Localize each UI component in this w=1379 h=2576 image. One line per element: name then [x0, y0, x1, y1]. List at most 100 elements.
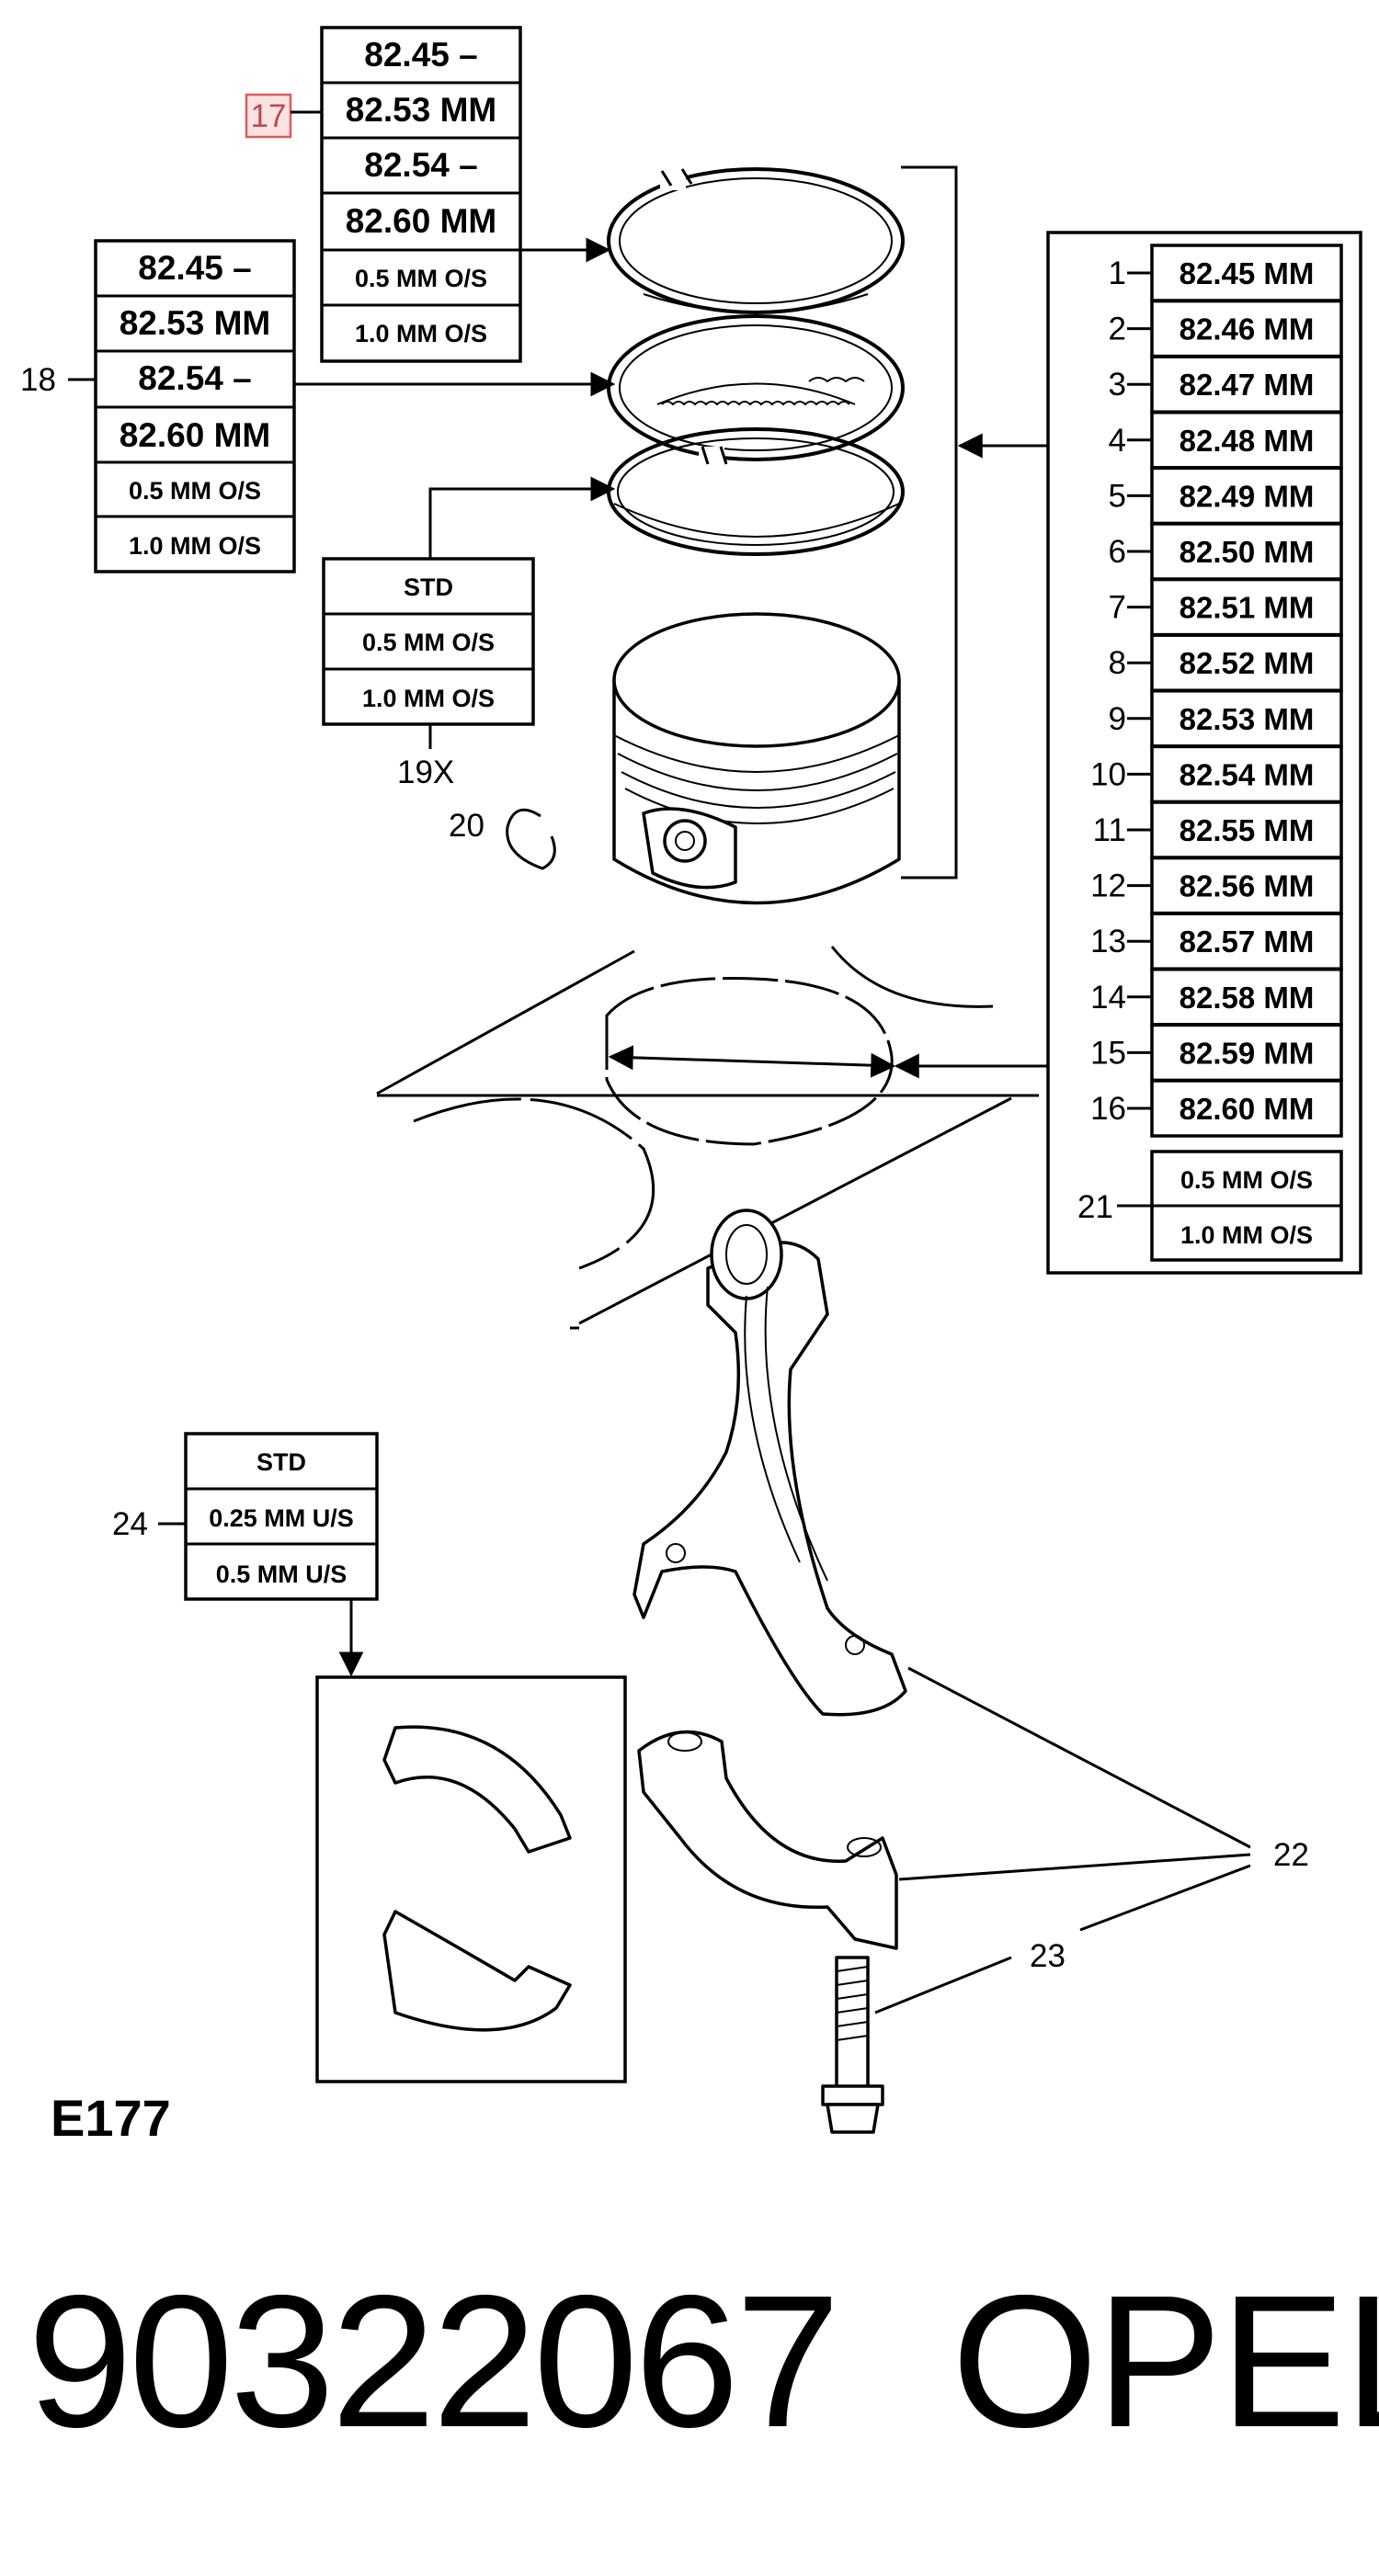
box17-row-6: 1.0 MM O/S — [355, 320, 487, 347]
size-row-number: 14 — [1090, 980, 1126, 1016]
callout-20[interactable]: 20 — [449, 808, 484, 844]
rod-cap[interactable] — [637, 1730, 898, 1950]
callout-22[interactable]: 22 — [1273, 1837, 1309, 1873]
callout-18[interactable]: 18 — [20, 362, 96, 398]
callout-17[interactable]: 17 — [245, 93, 322, 139]
piston[interactable] — [612, 612, 901, 905]
size-row-value: 82.56 MM — [1180, 869, 1315, 903]
callout-19[interactable]: 19X — [397, 755, 454, 790]
size-row-number: 10 — [1090, 756, 1126, 792]
box18-row-3: 82.54 – — [138, 359, 251, 397]
piston-ring-oil[interactable] — [607, 427, 905, 556]
size-row-number: 9 — [1109, 701, 1126, 737]
box17-row-3: 82.54 – — [364, 146, 477, 184]
piston-ring-middle[interactable] — [607, 314, 905, 467]
size-row-value: 82.45 MM — [1180, 256, 1315, 290]
box18-row-6: 1.0 MM O/S — [129, 532, 261, 560]
size-row-value: 82.46 MM — [1180, 312, 1315, 346]
size-row-number: 13 — [1090, 924, 1126, 959]
box17-row-4: 82.60 MM — [346, 202, 497, 240]
bearing-shells-frame[interactable] — [315, 1675, 627, 2083]
box21-row-2: 1.0 MM O/S — [1180, 1221, 1313, 1249]
callout-24[interactable]: 24 — [112, 1506, 186, 1542]
size-row-value: 82.57 MM — [1180, 925, 1315, 959]
box19-row-1: STD — [404, 573, 453, 601]
box17-row-2: 82.53 MM — [346, 91, 497, 129]
size-row-value: 82.59 MM — [1180, 1036, 1315, 1070]
size-row-value: 82.53 MM — [1180, 702, 1315, 736]
brand-name: OPEL — [952, 2256, 1379, 2467]
size-row-number: 5 — [1109, 478, 1126, 514]
size-row-number: 7 — [1109, 590, 1126, 626]
size-row[interactable]: 6 82.50 MM — [1109, 522, 1343, 581]
size-row-number: 15 — [1090, 1035, 1126, 1071]
box18-row-2: 82.53 MM — [120, 304, 271, 342]
size-row[interactable]: 13 82.57 MM — [1090, 912, 1343, 970]
size-row[interactable]: 9 82.53 MM — [1109, 689, 1343, 748]
size-row[interactable]: 8 82.52 MM — [1109, 633, 1343, 692]
size-row[interactable]: 1 82.45 MM — [1109, 244, 1343, 302]
size-row-value: 82.50 MM — [1180, 535, 1315, 569]
piston-ring-top[interactable] — [607, 167, 905, 314]
svg-text:24: 24 — [112, 1506, 148, 1542]
callout-23[interactable]: 23 — [1030, 1938, 1066, 1974]
size-row-value: 82.55 MM — [1180, 813, 1315, 847]
box17-row-5: 0.5 MM O/S — [355, 265, 487, 292]
rod-bolt[interactable] — [821, 1956, 884, 2134]
size-row-number: 16 — [1090, 1091, 1126, 1127]
size-row-number: 3 — [1109, 367, 1126, 403]
size-row[interactable]: 3 82.47 MM — [1109, 355, 1343, 414]
oversize-box-21[interactable]: 0.5 MM O/S 1.0 MM O/S — [1150, 1150, 1343, 1262]
size-row[interactable]: 4 82.48 MM — [1109, 411, 1343, 470]
size-row-number: 11 — [1093, 812, 1126, 848]
box19-row-3: 1.0 MM O/S — [362, 685, 495, 712]
box18-row-5: 0.5 MM O/S — [129, 477, 261, 505]
svg-text:21: 21 — [1077, 1189, 1113, 1225]
size-row-value: 82.60 MM — [1180, 1092, 1315, 1126]
size-row-value: 82.47 MM — [1180, 368, 1315, 402]
leader-19 — [428, 476, 616, 559]
ring-box-19[interactable]: STD 0.5 MM O/S 1.0 MM O/S — [322, 557, 535, 726]
circlip-20[interactable] — [506, 808, 556, 870]
box24-row-3: 0.5 MM U/S — [216, 1560, 348, 1588]
svg-text:17: 17 — [251, 98, 287, 134]
cylinder-bore[interactable] — [376, 946, 1039, 1330]
callout-21[interactable]: 21 — [1077, 1189, 1152, 1225]
figure-id: E177 — [51, 2089, 171, 2147]
size-row-number: 12 — [1090, 868, 1126, 904]
connecting-rod[interactable] — [633, 1209, 907, 1717]
size-row-value: 82.51 MM — [1180, 591, 1315, 625]
size-row[interactable]: 12 82.56 MM — [1090, 856, 1343, 915]
box21-row-1: 0.5 MM O/S — [1180, 1166, 1313, 1194]
svg-text:18: 18 — [20, 362, 56, 398]
bearing-box-24[interactable]: STD 0.25 MM U/S 0.5 MM U/S — [184, 1432, 379, 1601]
box24-row-2: 0.25 MM U/S — [209, 1504, 354, 1532]
box18-row-4: 82.60 MM — [120, 416, 271, 454]
box24-row-1: STD — [256, 1448, 306, 1476]
box17-row-1: 82.45 – — [364, 36, 477, 74]
size-row-value: 82.58 MM — [1180, 981, 1315, 1015]
group-bracket — [901, 165, 958, 879]
size-row-number: 8 — [1109, 645, 1126, 681]
size-row[interactable]: 2 82.46 MM — [1109, 299, 1343, 358]
size-row[interactable]: 11 82.55 MM — [1093, 800, 1343, 859]
size-row-value: 82.49 MM — [1180, 479, 1315, 513]
size-row-value: 82.54 MM — [1180, 757, 1315, 791]
box18-row-1: 82.45 – — [138, 249, 251, 287]
ring-box-18[interactable]: 82.45 – 82.53 MM 82.54 – 82.60 MM 0.5 MM… — [94, 239, 296, 573]
ring-box-17[interactable]: 82.45 – 82.53 MM 82.54 – 82.60 MM 0.5 MM… — [320, 26, 522, 363]
size-row[interactable]: 5 82.49 MM — [1109, 466, 1343, 526]
size-row[interactable]: 14 82.58 MM — [1090, 968, 1343, 1027]
box19-row-2: 0.5 MM O/S — [362, 629, 495, 656]
size-row-number: 6 — [1109, 534, 1126, 570]
size-row[interactable]: 7 82.51 MM — [1109, 577, 1343, 637]
size-row-number: 4 — [1109, 423, 1126, 459]
size-row-value: 82.48 MM — [1180, 424, 1315, 458]
size-row-number: 2 — [1109, 312, 1126, 347]
size-row[interactable]: 10 82.54 MM — [1090, 744, 1343, 804]
size-row-number: 1 — [1109, 255, 1126, 291]
size-row-value: 82.52 MM — [1180, 646, 1315, 680]
part-number: 90322067 — [28, 2256, 840, 2467]
size-row[interactable]: 16 82.60 MM — [1090, 1079, 1343, 1138]
